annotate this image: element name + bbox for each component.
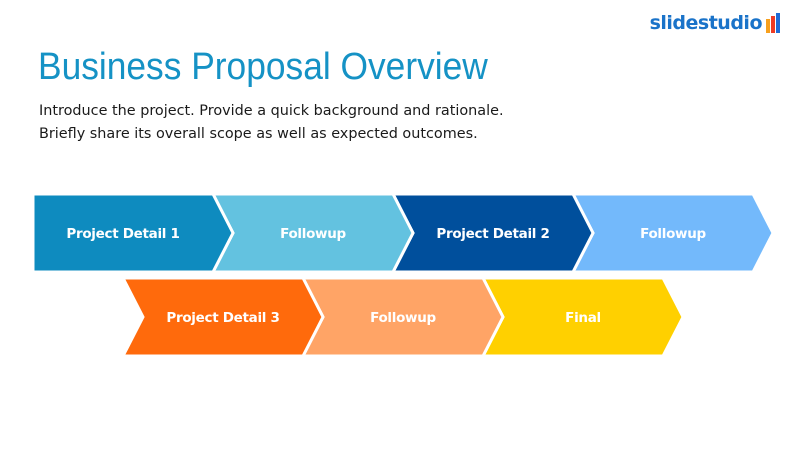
row1-step-4-label: Followup: [640, 226, 706, 242]
intro-line-1: Introduce the project. Provide a quick b…: [39, 103, 504, 119]
row1-step-2: Followup: [210, 192, 415, 274]
row1-step-1-chevron-shape: [31, 192, 235, 274]
row2-step-2: Followup: [300, 276, 505, 358]
row1-step-3-label: Project Detail 2: [436, 226, 549, 242]
row1-step-4: Followup: [570, 192, 775, 274]
brand-logo: slidestudio: [650, 10, 780, 36]
row1-step-1: Project Detail 1: [31, 192, 235, 274]
brand-mark-bar-3: [776, 13, 780, 33]
row2-step-3: Final: [480, 276, 685, 358]
brand-mark-bar-1: [766, 19, 770, 33]
brand-name: slidestudio: [649, 12, 763, 34]
brand-mark-icon: [766, 13, 780, 33]
row2-step-2-label: Followup: [370, 310, 436, 326]
intro-text: Introduce the project. Provide a quick b…: [39, 100, 599, 146]
slide-title: Business Proposal Overview: [38, 46, 488, 88]
row1-step-1-label: Project Detail 1: [66, 226, 179, 242]
brand-mark-bar-2: [771, 16, 775, 33]
row2-step-1-label: Project Detail 3: [166, 310, 279, 326]
row2-step-1-chevron-shape: [120, 276, 325, 358]
row2-step-3-label: Final: [565, 310, 601, 326]
row2-step-1: Project Detail 3: [120, 276, 325, 358]
intro-line-2: Briefly share its overall scope as well …: [39, 126, 478, 142]
row1-step-3: Project Detail 2: [390, 192, 595, 274]
row1-step-2-label: Followup: [280, 226, 346, 242]
